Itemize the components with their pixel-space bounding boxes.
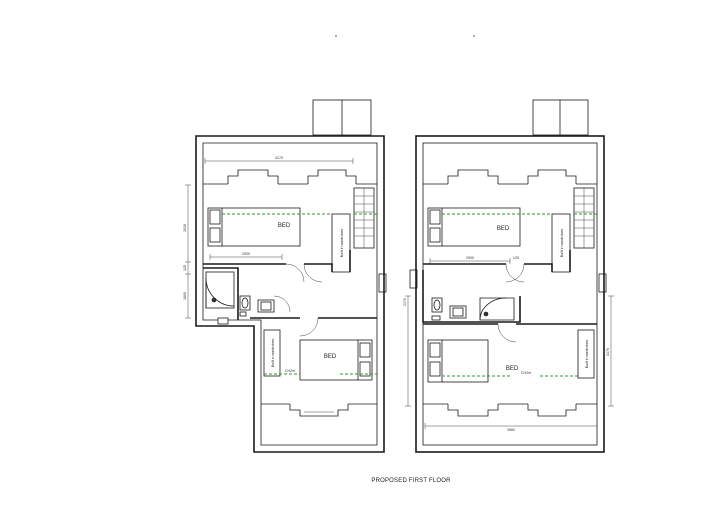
- staircase: [353, 187, 375, 249]
- chimney: [532, 99, 589, 136]
- bed-1: BED: [207, 207, 301, 247]
- bathroom: [422, 270, 521, 323]
- window-bay: [527, 404, 577, 417]
- dim-bed-width: 2900: [466, 256, 474, 260]
- side-window: [378, 273, 387, 293]
- wardrobe: [331, 213, 351, 273]
- wardrobe-label: Built in wardrobes: [560, 229, 564, 258]
- dim-height-right: 3176: [606, 348, 610, 356]
- bed-label: BED: [506, 366, 519, 372]
- window-bay: [227, 169, 279, 184]
- inner-wall: [202, 142, 378, 446]
- outer-wall: [195, 135, 385, 453]
- dim-window: CH2m: [521, 371, 531, 375]
- bathroom: [203, 267, 291, 325]
- dim-height-upper: 2630: [183, 224, 187, 232]
- window-bay: [289, 404, 349, 417]
- bed-2: BED: [427, 339, 519, 383]
- dim-height-mid: 125: [183, 265, 187, 271]
- window-bay: [447, 169, 499, 184]
- partition: [423, 250, 571, 272]
- dim-bed-width: 2900: [242, 252, 250, 256]
- staircase: [573, 187, 595, 249]
- door-swing: [497, 323, 517, 343]
- bed-2: BED: [299, 339, 373, 381]
- window-bay: [527, 169, 577, 184]
- dim-height-left: 2170: [403, 298, 407, 306]
- partition: [203, 250, 351, 272]
- wardrobe: [263, 329, 281, 377]
- marker-dot: [473, 35, 475, 37]
- wardrobe-label: Built in wardrobes: [271, 339, 275, 368]
- window-bay: [447, 404, 499, 417]
- drawing-title: PROPOSED FIRST FLOOR: [371, 478, 451, 484]
- right-unit: BED Built in wardrobes 2900 125: [403, 99, 614, 453]
- side-window: [598, 273, 607, 293]
- dim-height-lower: 1800: [183, 292, 187, 300]
- door-swing: [303, 263, 323, 283]
- side-window: [409, 269, 418, 289]
- dim-top-width: 4170: [275, 156, 283, 160]
- left-unit: 4170 2630 125 1800 BED: [183, 99, 387, 453]
- bed-label: BED: [324, 354, 337, 360]
- bed-label: BED: [278, 223, 291, 229]
- wardrobe-label: Built in wardrobes: [585, 340, 589, 369]
- dim-mid: 125: [513, 256, 519, 260]
- bed-1: BED: [427, 207, 521, 247]
- bed-label: BED: [497, 226, 510, 232]
- inner-wall: [422, 142, 598, 446]
- wardrobe-label: Built in wardrobes: [340, 229, 344, 258]
- dim-bottom-width: 3960: [507, 428, 515, 432]
- dim-window: CH2m: [285, 369, 295, 373]
- door-swing: [299, 317, 319, 337]
- door-swing: [285, 263, 305, 283]
- wardrobe: [551, 213, 571, 273]
- door-swing: [505, 263, 525, 283]
- door-swing: [505, 263, 525, 283]
- outer-wall: [415, 135, 605, 453]
- marker-dot: [335, 35, 337, 37]
- wardrobe: [577, 329, 595, 379]
- window-bay: [307, 169, 357, 184]
